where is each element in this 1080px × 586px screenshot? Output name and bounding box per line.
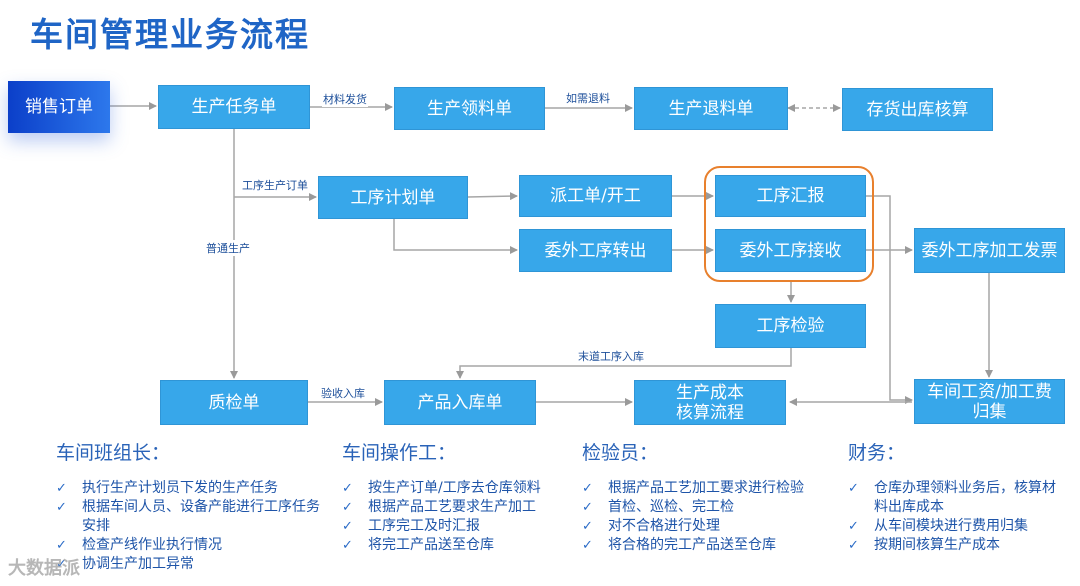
role-title: 车间班组长： bbox=[56, 442, 171, 464]
check-icon: ✓ bbox=[56, 481, 67, 496]
check-icon: ✓ bbox=[342, 481, 353, 496]
check-icon: ✓ bbox=[582, 538, 593, 553]
edge-label-process-order: 工序生产订单 bbox=[241, 177, 309, 193]
check-icon: ✓ bbox=[848, 538, 859, 553]
check-icon: ✓ bbox=[582, 481, 593, 496]
check-icon: ✓ bbox=[848, 519, 859, 534]
node-process-inspection: 工序检验 bbox=[715, 304, 866, 348]
node-outsource-invoice: 委外工序加工发票 bbox=[914, 228, 1065, 273]
role-title: 车间操作工： bbox=[342, 442, 457, 464]
check-icon: ✓ bbox=[582, 500, 593, 515]
check-icon: ✓ bbox=[848, 481, 859, 496]
role-item: ✓工序完工及时汇报 bbox=[342, 518, 480, 534]
role-item: ✓按期间核算生产成本 bbox=[848, 537, 1000, 553]
page-title: 车间管理业务流程 bbox=[30, 15, 310, 54]
node-dispatch: 派工单/开工 bbox=[519, 175, 672, 217]
role-item: ✓执行生产计划员下发的生产任务 bbox=[56, 480, 278, 496]
role-item: ✓首检、巡检、完工检 bbox=[582, 499, 734, 515]
node-production-task: 生产任务单 bbox=[158, 85, 310, 129]
role-item: ✓按生产订单/工序去仓库领料 bbox=[342, 480, 541, 496]
node-product-inbound: 产品入库单 bbox=[384, 380, 536, 425]
node-wage-collection: 车间工资/加工费归集 bbox=[914, 379, 1065, 424]
check-icon: ✓ bbox=[56, 557, 67, 572]
node-material-requisition: 生产领料单 bbox=[394, 87, 545, 130]
edge-plan-to-dispatch bbox=[467, 192, 518, 201]
node-sales-order: 销售订单 bbox=[8, 81, 110, 133]
role-finance: 财务： ✓仓库办理领料业务后，核算材料出库成本 ✓从车间模块进行费用归集 ✓按期… bbox=[848, 438, 1068, 555]
role-item: ✓将完工产品送至仓库 bbox=[342, 537, 494, 553]
role-item: ✓根据产品工艺加工要求进行检验 bbox=[582, 480, 804, 496]
edge-plan-to-outsource bbox=[393, 219, 518, 254]
node-outsource-receive: 委外工序接收 bbox=[715, 229, 866, 272]
check-icon: ✓ bbox=[342, 519, 353, 534]
edge-inspection-to-inbound bbox=[456, 348, 792, 379]
edge-label-last-process-inbound: 末道工序入库 bbox=[577, 348, 645, 364]
edge-label-normal-production: 普通生产 bbox=[205, 240, 251, 256]
role-team-leader: 车间班组长： ✓执行生产计划员下发的生产任务 ✓根据车间人员、设备产能进行工序任… bbox=[56, 438, 321, 574]
role-item: ✓根据产品工艺要求生产加工 bbox=[342, 499, 536, 515]
check-icon: ✓ bbox=[56, 500, 67, 515]
role-item: ✓根据车间人员、设备产能进行工序任务安排 bbox=[56, 499, 320, 534]
role-title: 检验员： bbox=[582, 442, 659, 464]
highlight-frame bbox=[704, 166, 874, 282]
node-process-report: 工序汇报 bbox=[715, 175, 866, 217]
role-item: ✓从车间模块进行费用归集 bbox=[848, 518, 1028, 534]
edge-label-return-if-needed: 如需退料 bbox=[565, 90, 611, 106]
check-icon: ✓ bbox=[582, 519, 593, 534]
watermark: 大数据派 bbox=[8, 558, 80, 579]
edge-label-inspect-inbound: 验收入库 bbox=[320, 385, 366, 401]
node-outsource-out: 委外工序转出 bbox=[519, 229, 672, 272]
role-title: 财务： bbox=[848, 442, 906, 464]
edge-report-to-wage bbox=[866, 195, 913, 404]
edge-label-material-issue: 材料发货 bbox=[322, 91, 368, 107]
role-inspector: 检验员： ✓根据产品工艺加工要求进行检验 ✓首检、巡检、完工检 ✓对不合格进行处… bbox=[582, 438, 832, 555]
node-cost-accounting: 生产成本核算流程 bbox=[634, 380, 786, 425]
role-item: ✓协调生产加工异常 bbox=[56, 556, 194, 572]
role-item: ✓将合格的完工产品送至仓库 bbox=[582, 537, 776, 553]
check-icon: ✓ bbox=[342, 500, 353, 515]
node-quality-check: 质检单 bbox=[160, 380, 308, 425]
role-item: ✓仓库办理领料业务后，核算材料出库成本 bbox=[848, 480, 1056, 515]
node-material-return: 生产退料单 bbox=[634, 87, 788, 130]
role-item: ✓对不合格进行处理 bbox=[582, 518, 720, 534]
node-inventory-cost: 存货出库核算 bbox=[842, 88, 993, 131]
check-icon: ✓ bbox=[342, 538, 353, 553]
node-process-plan: 工序计划单 bbox=[318, 176, 468, 219]
role-operator: 车间操作工： ✓按生产订单/工序去仓库领料 ✓根据产品工艺要求生产加工 ✓工序完… bbox=[342, 438, 572, 555]
role-item: ✓检查产线作业执行情况 bbox=[56, 537, 222, 553]
check-icon: ✓ bbox=[56, 538, 67, 553]
